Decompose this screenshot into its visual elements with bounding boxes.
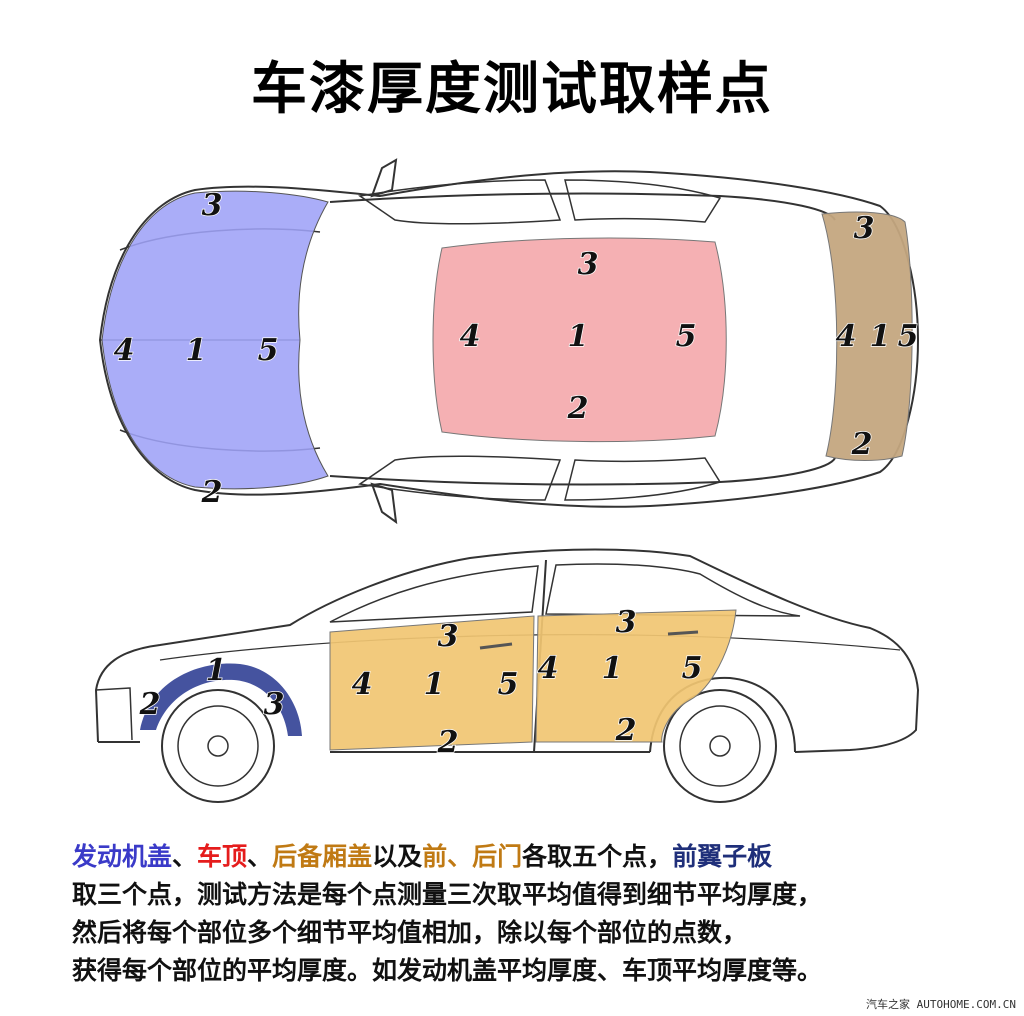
fender-point-2: 2 (139, 687, 161, 722)
description-line-1: 发动机盖、车顶、后备厢盖以及前、后门各取五个点，前翼子板 (72, 838, 1002, 876)
page-title: 车漆厚度测试取样点 (251, 57, 773, 122)
fender-area (140, 663, 302, 736)
description: 发动机盖、车顶、后备厢盖以及前、后门各取五个点，前翼子板 取三个点，测试方法是每… (72, 838, 1002, 990)
rear-door-handle (667, 630, 699, 636)
desc-sep: 、 (172, 842, 198, 871)
roof-point-4: 4 (460, 319, 481, 354)
hood-point-4: 4 (114, 333, 135, 368)
rear-door-point-1: 1 (602, 651, 623, 686)
desc-trunk: 后备厢盖 (272, 842, 373, 871)
top-window-right (358, 455, 562, 501)
description-line-3: 然后将每个部位多个细节平均值相加，除以每个部位的点数， (72, 918, 748, 947)
rear-wheel (663, 689, 777, 803)
roof-point-5: 5 (676, 319, 697, 354)
car-diagram: 3 4 1 5 2 3 4 1 5 2 3 4 1 5 2 (94, 158, 920, 803)
desc-hood: 发动机盖 (72, 842, 173, 871)
trunk-point-4: 4 (836, 319, 857, 354)
fender-point-3: 3 (264, 687, 285, 722)
desc-front: 前 (422, 842, 448, 871)
front-door-point-3: 3 (438, 619, 459, 654)
desc-text: 以及 (372, 842, 423, 871)
trunk-area (821, 211, 913, 461)
rear-wheel-rim (679, 705, 761, 787)
front-door-point-4: 4 (352, 667, 373, 702)
side-body-outline (94, 548, 920, 753)
front-wheel-rim (177, 705, 259, 787)
top-body-outline (98, 170, 920, 508)
top-cabin-line (329, 192, 836, 221)
description-line-4: 获得每个部位的平均厚度。如发动机盖平均厚度、车顶平均厚度等。 (72, 956, 823, 985)
side-grille (95, 687, 133, 741)
roof-point-3: 3 (578, 247, 599, 282)
front-door-point-2: 2 (437, 725, 459, 760)
rear-door-point-2: 2 (615, 713, 637, 748)
trunk-point-3: 3 (854, 211, 875, 246)
rear-door-point-3: 3 (616, 605, 637, 640)
top-window-left (358, 179, 562, 225)
front-door-handle (479, 642, 513, 650)
fender-point-1: 1 (206, 653, 227, 688)
desc-rear-door: 后门 (472, 842, 523, 871)
hood-point-2: 2 (201, 475, 223, 510)
roof-area (432, 237, 727, 443)
hood-point-1: 1 (186, 333, 207, 368)
side-window-front (329, 565, 539, 623)
roof-point-1: 1 (568, 319, 589, 354)
top-mirror-upper (370, 158, 398, 198)
trunk-point-5: 5 (898, 319, 919, 354)
top-window-left2 (564, 179, 722, 223)
front-wheel (161, 689, 275, 803)
front-door-area (329, 615, 535, 751)
desc-fender: 前翼子板 (672, 842, 773, 871)
top-mirror-lower (370, 482, 398, 525)
rear-door-area (535, 609, 737, 743)
desc-roof: 车顶 (197, 842, 248, 871)
roof-point-2: 2 (567, 391, 589, 426)
watermark: 汽车之家 AUTOHOME.COM.CN (866, 998, 1016, 1011)
top-cabin-line-lower (329, 457, 836, 486)
trunk-point-1: 1 (870, 319, 891, 354)
rear-door-point-5: 5 (682, 651, 703, 686)
desc-text: 各取五个点， (522, 842, 673, 871)
top-window-right2 (564, 457, 722, 501)
description-line-2: 取三个点，测试方法是每个点测量三次取平均值得到细节平均厚度， (72, 880, 823, 909)
hood-point-3: 3 (202, 188, 223, 223)
desc-sep: 、 (447, 842, 473, 871)
rear-wheel-hub (709, 735, 731, 757)
rear-door-point-4: 4 (538, 651, 559, 686)
desc-sep: 、 (247, 842, 273, 871)
trunk-point-2: 2 (851, 427, 873, 462)
front-door-point-1: 1 (424, 667, 445, 702)
side-window-rear (545, 563, 801, 617)
hood-area (101, 190, 329, 490)
front-wheel-hub (207, 735, 229, 757)
hood-point-5: 5 (258, 333, 279, 368)
front-door-point-5: 5 (498, 667, 519, 702)
